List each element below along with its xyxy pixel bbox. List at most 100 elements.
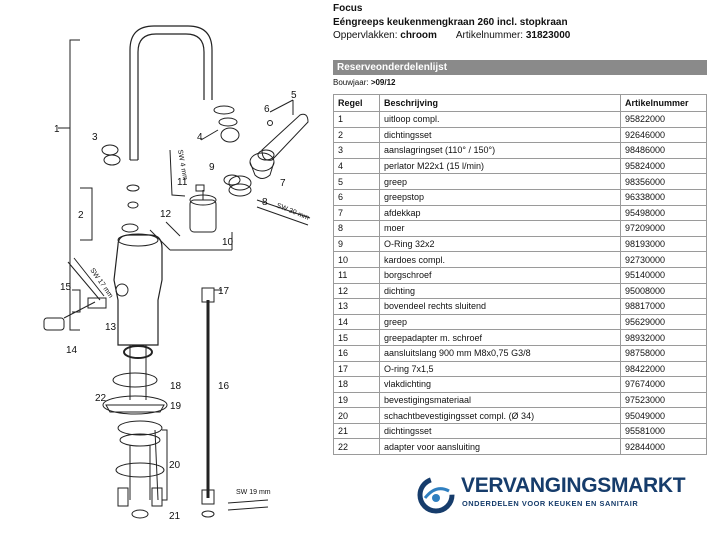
logo-mark-icon — [417, 476, 455, 514]
surface-value: chroom — [400, 30, 437, 41]
col-header-artikelnummer: Artikelnummer — [620, 94, 707, 112]
allen-key-icon — [169, 149, 186, 197]
article-value: 31823000 — [525, 30, 571, 41]
cell-beschrijving: schachtbevestigingsset compl. (Ø 34) — [379, 407, 621, 424]
cell-beschrijving: uitloop compl. — [379, 111, 621, 128]
cell-beschrijving: perlator M22x1 (15 l/min) — [379, 157, 621, 175]
cell-regel: 13 — [333, 298, 380, 315]
cell-artikelnummer: 95629000 — [620, 313, 707, 331]
cell-artikelnummer: 95824000 — [620, 157, 707, 175]
cell-artikelnummer: 98758000 — [620, 344, 707, 362]
cell-artikelnummer: 98356000 — [620, 173, 707, 190]
cell-regel: 14 — [333, 313, 380, 331]
callout-7: 7 — [280, 178, 286, 189]
cell-beschrijving: afdekkap — [379, 204, 621, 222]
cell-regel: 19 — [333, 391, 380, 409]
callout-15: 15 — [60, 282, 72, 293]
cell-regel: 18 — [333, 376, 380, 393]
o-ring-part — [223, 174, 241, 186]
cell-regel: 20 — [333, 407, 380, 424]
product-meta: Oppervlakken: chroom Artikelnummer: 3182… — [333, 29, 708, 42]
cell-artikelnummer: 98422000 — [620, 360, 707, 378]
wrench-sw30-icon — [256, 199, 311, 226]
parts-table-header: Regel Beschrijving Artikelnummer — [333, 94, 707, 112]
cell-regel: 16 — [333, 344, 380, 362]
cell-artikelnummer: 97209000 — [620, 220, 707, 237]
cell-beschrijving: vlakdichting — [379, 376, 621, 393]
cover-cap-part — [249, 152, 275, 172]
aerator-ring — [213, 105, 235, 115]
build-year-label: Bouwjaar: — [333, 78, 369, 87]
logo-name: VERVANGINGSMARKT — [461, 474, 686, 498]
callout-2: 2 — [78, 210, 84, 221]
callout-18: 18 — [170, 381, 182, 392]
cell-regel: 15 — [333, 329, 380, 346]
callout-16: 16 — [218, 381, 230, 392]
section-title: Reserveonderdelenlijst — [333, 60, 707, 75]
callout-10: 10 — [222, 237, 234, 248]
cell-regel: 3 — [333, 142, 380, 159]
callout-14: 14 — [66, 345, 78, 356]
tool-label-sw17: SW 17 mm — [88, 267, 114, 300]
callout-20: 20 — [169, 460, 181, 471]
cell-artikelnummer: 95049000 — [620, 407, 707, 424]
cell-beschrijving: aanslagringset (110° / 150°) — [379, 142, 621, 159]
side-handle-part — [43, 317, 65, 331]
cell-beschrijving: greep — [379, 313, 621, 331]
cell-artikelnummer: 97674000 — [620, 376, 707, 393]
cell-beschrijving: aansluitslang 900 mm M8x0,75 G3/8 — [379, 344, 621, 362]
handle-part — [261, 113, 309, 161]
tool-label-sw19: SW 19 mm — [236, 489, 271, 496]
callout-5: 5 — [291, 90, 297, 101]
wrench-sw19-icon — [227, 499, 269, 511]
cell-artikelnummer: 92730000 — [620, 251, 707, 268]
cell-regel: 9 — [333, 235, 380, 253]
document-header: Focus Eéngreeps keukenmengkraan 260 incl… — [333, 2, 708, 42]
cell-artikelnummer: 98817000 — [620, 298, 707, 315]
cell-regel: 2 — [333, 126, 380, 144]
surface-label: Oppervlakken: — [333, 30, 398, 41]
cell-artikelnummer: 95008000 — [620, 282, 707, 300]
cell-artikelnummer: 92844000 — [620, 438, 707, 456]
cell-beschrijving: borgschroef — [379, 266, 621, 284]
body-part — [113, 234, 163, 346]
cell-beschrijving: O-ring 7x1,5 — [379, 360, 621, 378]
build-year: Bouwjaar: >09/12 — [333, 78, 396, 88]
product-title: Eéngreeps keukenmengkraan 260 incl. stop… — [333, 17, 568, 28]
cell-artikelnummer: 97523000 — [620, 391, 707, 409]
cell-regel: 11 — [333, 266, 380, 284]
brand-title: Focus — [333, 3, 363, 14]
cell-regel: 8 — [333, 220, 380, 237]
cell-artikelnummer: 92646000 — [620, 126, 707, 144]
callout-21: 21 — [169, 511, 181, 522]
cell-regel: 1 — [333, 111, 380, 128]
callout-11: 11 — [177, 177, 188, 188]
cell-beschrijving: dichting — [379, 282, 621, 300]
stop-ring-part — [101, 144, 119, 156]
cell-beschrijving: bevestigingsmateriaal — [379, 391, 621, 409]
spout-part — [137, 33, 205, 160]
callout-13: 13 — [105, 322, 117, 333]
article-label: Artikelnummer: — [455, 30, 524, 41]
callout-9: 9 — [209, 162, 215, 173]
callout-22: 22 — [95, 393, 107, 404]
cell-beschrijving: dichtingsset — [379, 422, 621, 440]
vervangingsmarkt-logo: VERVANGINGSMARKT ONDERDELEN VOOR KEUKEN … — [415, 474, 713, 514]
cell-regel: 12 — [333, 282, 380, 300]
logo-name-part1: VERVANGINGS — [461, 474, 611, 497]
cell-regel: 22 — [333, 438, 380, 456]
